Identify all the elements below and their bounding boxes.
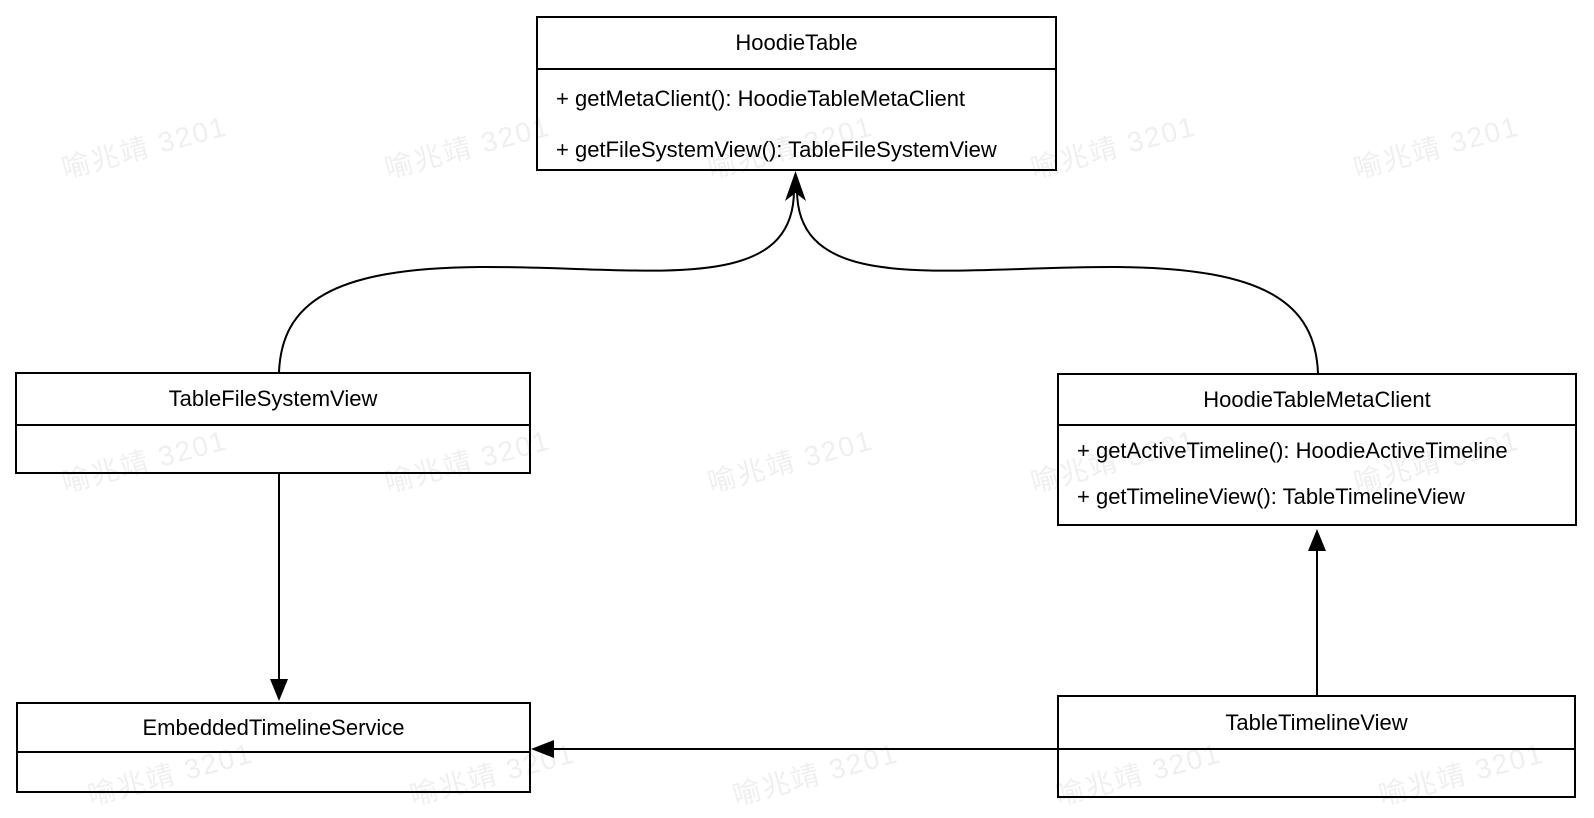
method-getmetaclient: + getMetaClient(): HoodieTableMetaClient [556,86,966,111]
class-methods: + getMetaClient(): HoodieTableMetaClient… [538,70,1055,167]
class-box-hoodietablemetaclient: HoodieTableMetaClient + getActiveTimelin… [1057,373,1577,526]
class-methods: + getActiveTimeline(): HoodieActiveTimel… [1059,426,1575,514]
edge-tablefilesystemview-to-hoodietable [278,189,795,373]
edge-hoodietablemetaclient-to-hoodietable [796,189,1319,374]
class-name: HoodieTable [538,18,1055,70]
class-name: HoodieTableMetaClient [1059,375,1575,426]
arrowhead-into-embeddedtimelineservice-right [531,740,554,758]
arrowhead-into-hoodietablemetaclient-bottom [1308,529,1326,551]
class-box-embeddedtimelineservice: EmbeddedTimelineService [16,702,531,793]
class-name: TableTimelineView [1059,697,1574,750]
class-box-hoodietable: HoodieTable + getMetaClient(): HoodieTab… [536,16,1057,171]
method-getactivetimeline: + getActiveTimeline(): HoodieActiveTimel… [1077,438,1508,463]
class-name: TableFileSystemView [17,374,529,426]
arrowhead-into-embeddedtimelineservice-top [270,679,288,701]
method-gettimelineview: + getTimelineView(): TableTimelineView [1077,484,1465,509]
method-getfilesystemview: + getFileSystemView(): TableFileSystemVi… [556,137,997,162]
class-name: EmbeddedTimelineService [18,704,529,753]
arrowhead-into-hoodietable [785,171,806,201]
class-box-tablefilesystemview: TableFileSystemView [15,372,531,474]
class-box-tabletimelineview: TableTimelineView [1057,695,1576,798]
